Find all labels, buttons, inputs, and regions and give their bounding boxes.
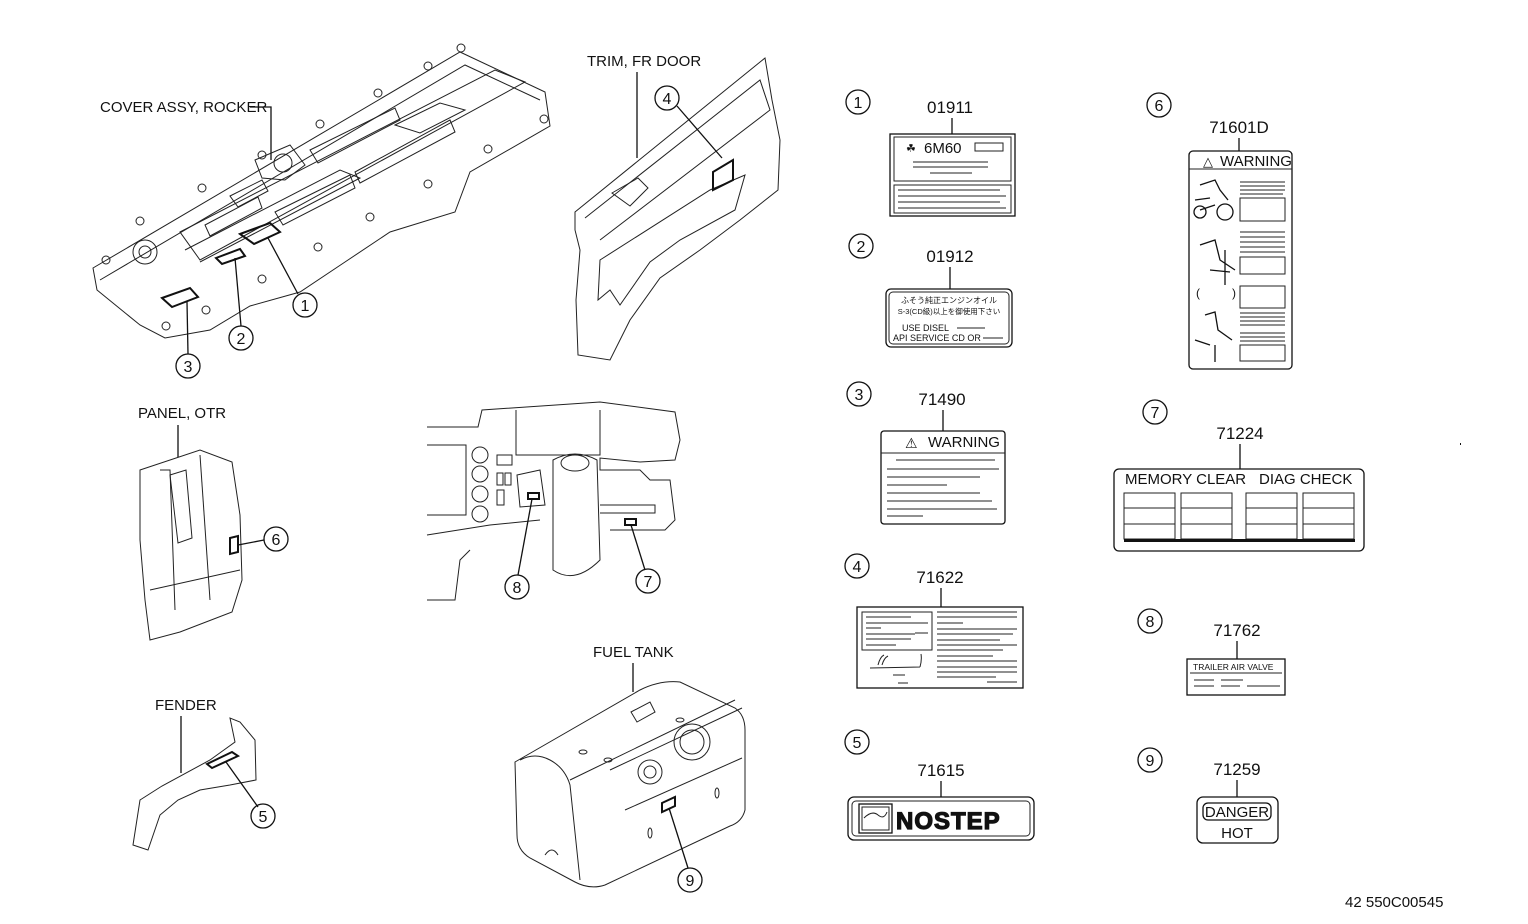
- label-patch-3: [160, 286, 200, 309]
- fuel-tank: FUEL TANK 9: [514, 644, 746, 893]
- callout-5[interactable]: 5: [250, 803, 276, 829]
- label-index: 3: [855, 387, 864, 404]
- label-patch-8: [527, 492, 540, 500]
- callout-8[interactable]: 8: [504, 574, 530, 600]
- svg-text:5: 5: [259, 809, 268, 826]
- label-1-model: 6M60: [924, 140, 962, 157]
- outer-panel-outline: [139, 449, 243, 641]
- part-number: 01911: [927, 98, 973, 117]
- label-patch-6: [229, 534, 239, 556]
- label-item-9[interactable]: 9 71259 DANGER HOT: [1137, 747, 1279, 844]
- label-5-text: NOSTEP: [896, 808, 1001, 835]
- label-patch-4: [712, 158, 734, 192]
- label-2-jp-line-1: ふそう純正エンジンオイル: [901, 295, 997, 305]
- diag-check-heading: DIAG CHECK: [1259, 471, 1352, 488]
- svg-text:9: 9: [686, 873, 695, 890]
- label-patch-5: [205, 750, 241, 770]
- component-label-outer-panel: PANEL, OTR: [138, 405, 226, 422]
- figure-id: 42 550C00545: [1345, 894, 1443, 911]
- fender: FENDER 5: [132, 697, 276, 851]
- callout-6[interactable]: 6: [263, 526, 289, 552]
- svg-text:8: 8: [513, 580, 522, 597]
- label-item-4[interactable]: 4 71622: [844, 553, 1024, 689]
- label-9-hot: HOT: [1221, 825, 1253, 842]
- label-item-6[interactable]: 6 71601D △ WARNING (): [1146, 92, 1293, 370]
- callout-3[interactable]: 3: [175, 353, 201, 379]
- label-2-jp-line-2: S-3(CD級)以上を御使用下さい: [898, 306, 1001, 316]
- callout-9[interactable]: 9: [677, 867, 703, 893]
- part-number: 71224: [1216, 424, 1263, 443]
- part-number: 71259: [1213, 760, 1260, 779]
- svg-text:3: 3: [184, 359, 193, 376]
- leader-line: [250, 106, 272, 160]
- rocker-cover-assembly: COVER ASSY, ROCKER 1 2 3: [92, 43, 551, 379]
- part-number: 71615: [917, 761, 964, 780]
- label-item-3[interactable]: 3 71490 ⚠ WARNING: [846, 381, 1006, 525]
- label-patch-7: [624, 518, 637, 526]
- stray-mark: [1460, 443, 1461, 445]
- outer-panel: PANEL, OTR 6: [138, 405, 289, 641]
- label-index: 2: [857, 239, 866, 256]
- label-3-heading: WARNING: [928, 434, 1000, 451]
- label-8-text: TRAILER AIR VALVE: [1193, 662, 1274, 672]
- label-index: 4: [853, 559, 862, 576]
- label-item-2[interactable]: 2 01912 ふそう純正エンジンオイル S-3(CD級)以上を御使用下さい U…: [848, 233, 1013, 348]
- label-patch-2: [214, 247, 247, 266]
- part-number: 71762: [1213, 621, 1260, 640]
- component-label-fuel-tank: FUEL TANK: [593, 644, 674, 661]
- rocker-cover-outline: [92, 51, 551, 339]
- label-item-5[interactable]: 5 71615 NOSTEP: [844, 729, 1035, 841]
- callout-7[interactable]: 7: [635, 568, 661, 594]
- hand-illustration-icon: [869, 653, 922, 669]
- front-door-trim: TRIM, FR DOOR 4: [574, 53, 781, 361]
- component-label-fender: FENDER: [155, 697, 217, 714]
- label-index: 8: [1146, 614, 1155, 631]
- door-trim-outline: [574, 57, 781, 361]
- label-9-danger: DANGER: [1205, 804, 1269, 821]
- callout-4[interactable]: 4: [654, 85, 680, 111]
- label-patch-1: [237, 221, 282, 246]
- label-patch-9: [661, 795, 676, 814]
- label-2-line-3: USE DISEL: [902, 323, 949, 333]
- label-2-line-4: API SERVICE CD OR: [893, 333, 981, 343]
- part-number: 71622: [916, 568, 963, 587]
- label-item-8[interactable]: 8 71762 TRAILER AIR VALVE: [1137, 608, 1286, 696]
- callout-1[interactable]: 1: [292, 292, 318, 318]
- warning-triangle-icon: ⚠: [905, 435, 918, 451]
- operator-pictogram-icon: (): [1193, 179, 1236, 362]
- label-index: 5: [853, 735, 862, 752]
- svg-text:): ): [1232, 286, 1236, 300]
- part-number: 01912: [926, 247, 973, 266]
- label-index: 9: [1146, 753, 1155, 770]
- dashboard: 8 7: [426, 401, 681, 601]
- component-label-rocker-cover: COVER ASSY, ROCKER: [100, 99, 267, 116]
- memory-clear-heading: MEMORY CLEAR: [1125, 471, 1246, 488]
- label-index: 6: [1155, 98, 1164, 115]
- label-index: 7: [1151, 405, 1160, 422]
- label-index: 1: [854, 95, 863, 112]
- label-item-1[interactable]: 1 01911 ☘ 6M60: [845, 89, 1016, 217]
- fender-outline: [132, 717, 257, 851]
- svg-text:4: 4: [663, 91, 672, 108]
- svg-text:(: (: [1196, 286, 1200, 300]
- label-item-7[interactable]: 7 71224 MEMORY CLEAR DIAG CHECK: [1113, 399, 1365, 552]
- no-step-foot-icon: [863, 811, 888, 819]
- part-number: 71490: [918, 390, 965, 409]
- svg-text:2: 2: [237, 331, 246, 348]
- mitsubishi-logo-icon: ☘: [906, 143, 916, 155]
- warning-triangle-outline-icon: △: [1203, 154, 1213, 169]
- fuel-tank-outline: [514, 681, 746, 888]
- part-number: 71601D: [1209, 118, 1269, 137]
- label-6-heading: WARNING: [1220, 153, 1292, 170]
- callout-2[interactable]: 2: [228, 325, 254, 351]
- svg-text:6: 6: [272, 532, 281, 549]
- svg-text:7: 7: [644, 574, 653, 591]
- svg-text:1: 1: [301, 298, 310, 315]
- component-label-door-trim: TRIM, FR DOOR: [587, 53, 701, 70]
